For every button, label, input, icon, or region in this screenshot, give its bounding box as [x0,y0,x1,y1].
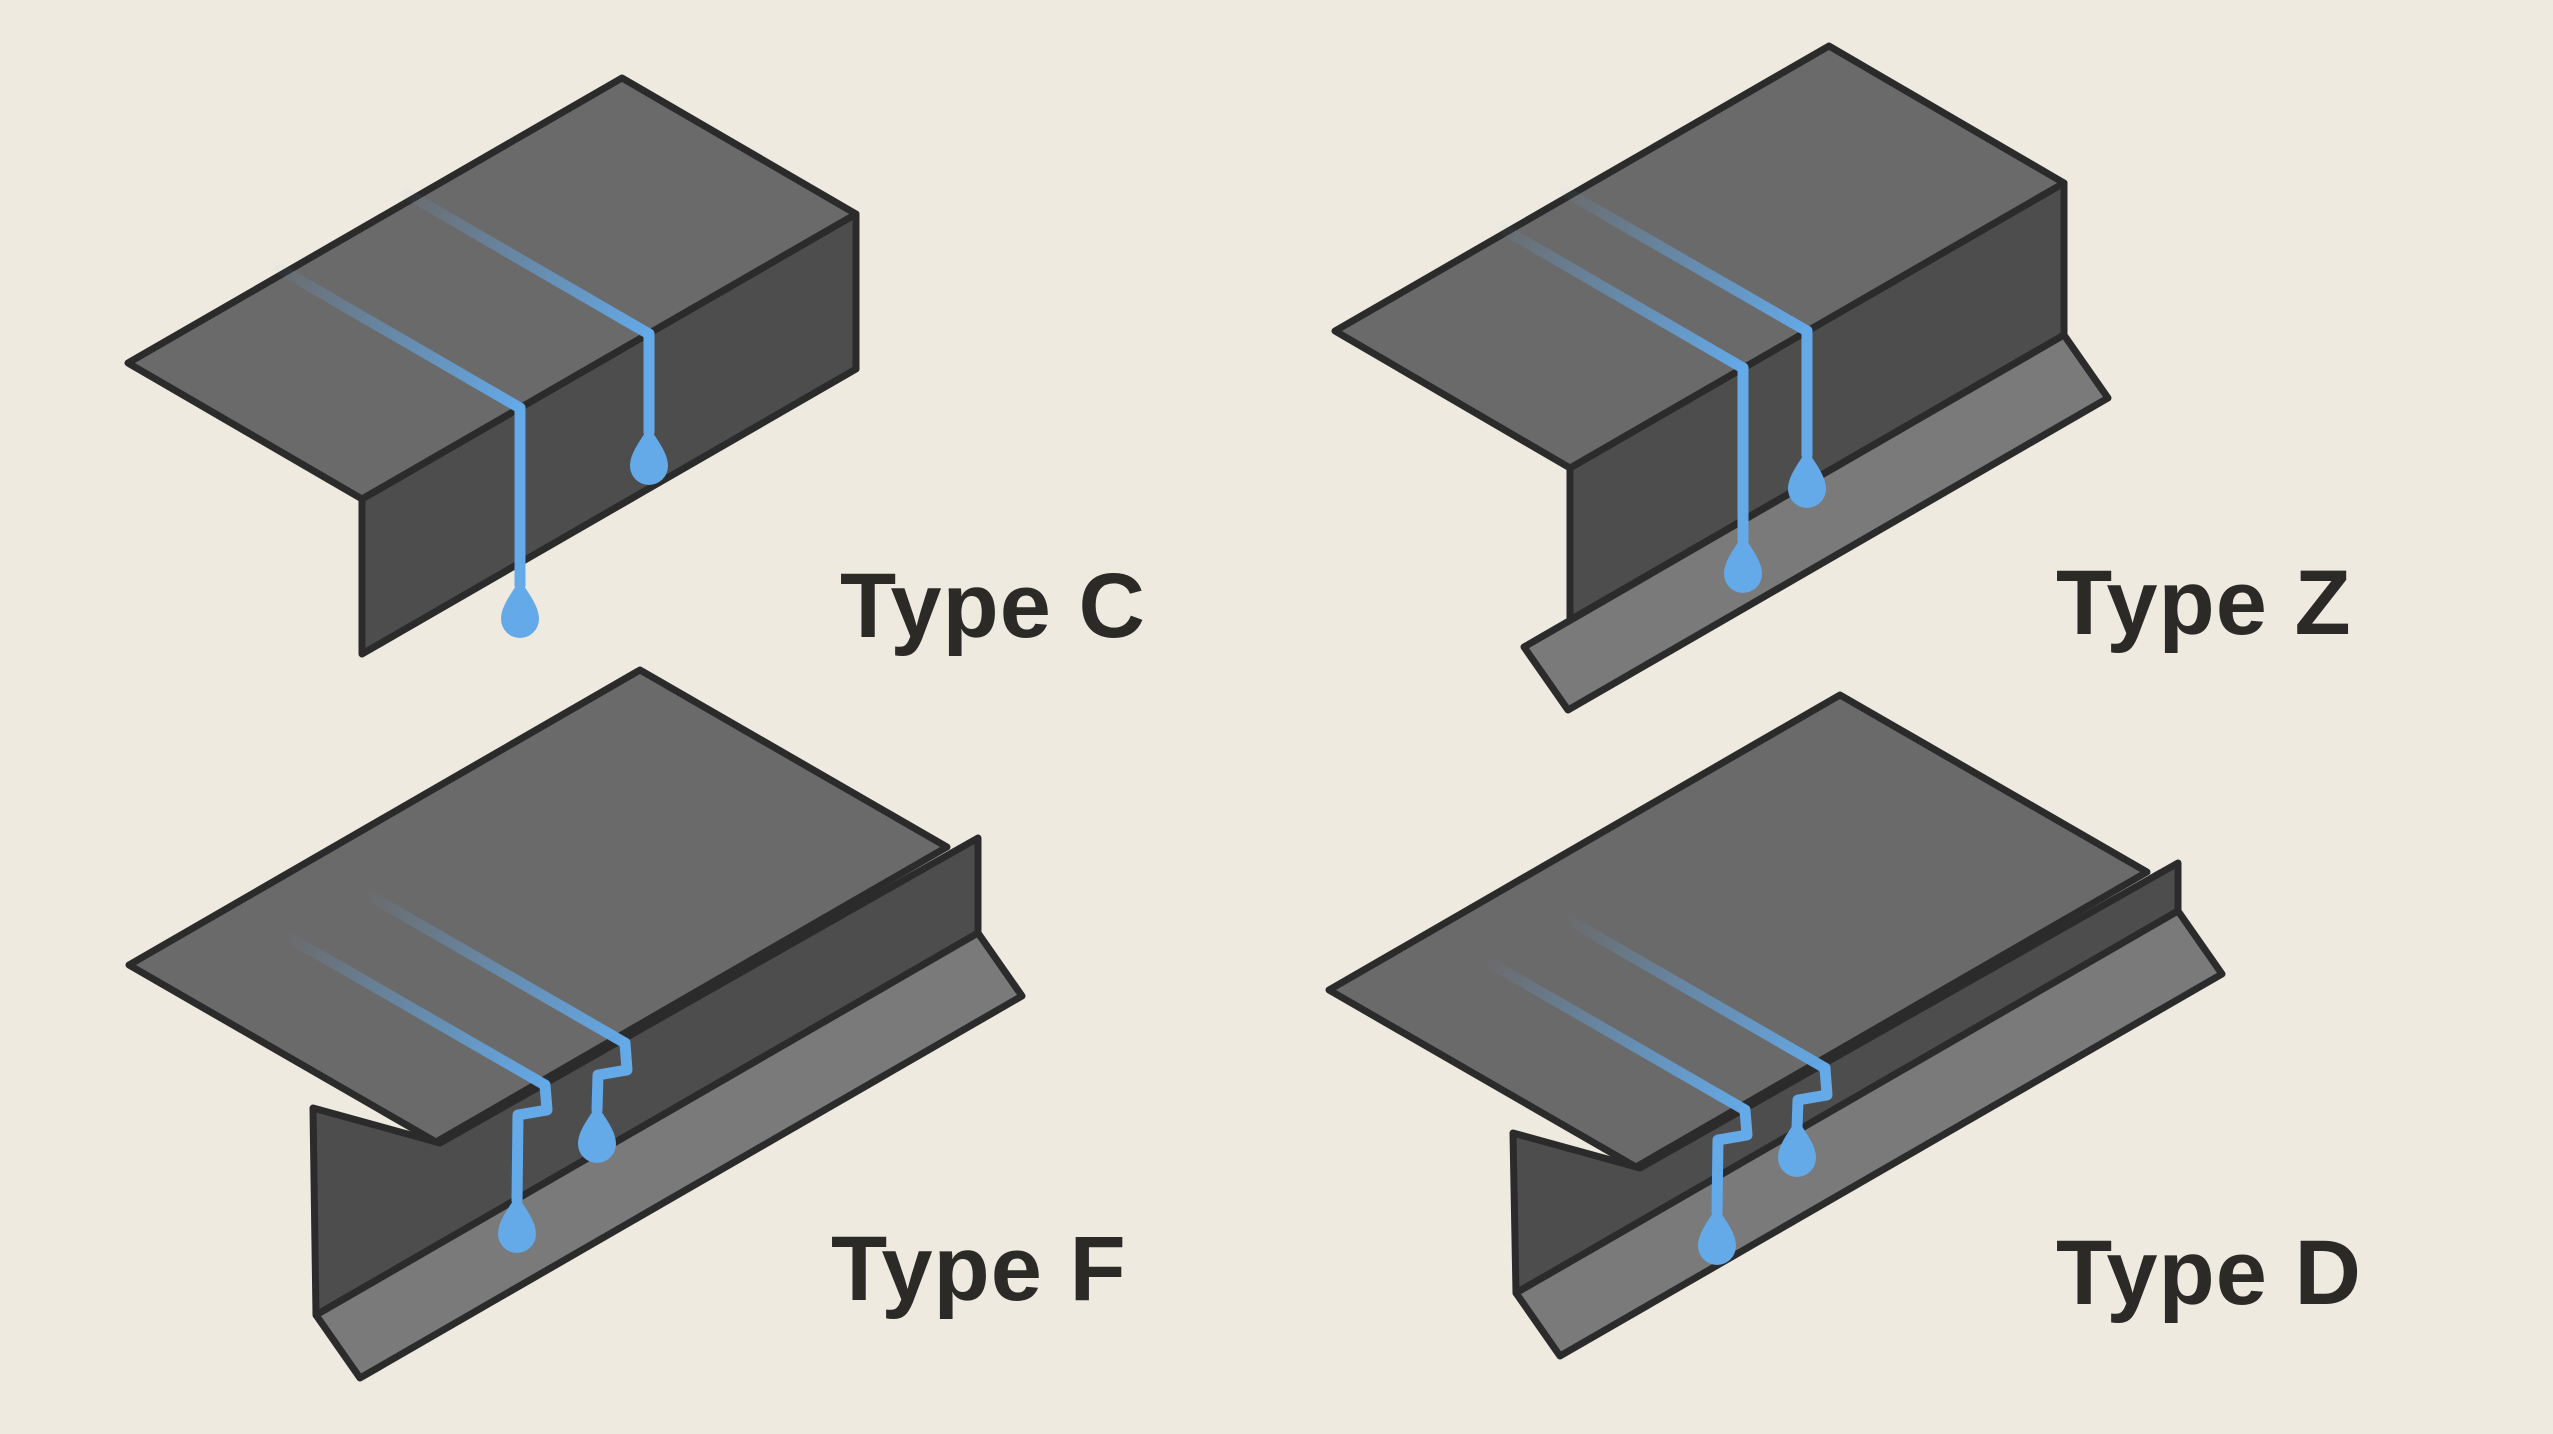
type-f-fascia-face [309,834,982,1319]
type-d-top-face [1325,691,2151,1171]
water-stream-tail-icon [393,183,655,340]
type-z-top-face [1331,42,2068,472]
type-d-kick-flange-face [1512,907,2226,1360]
water-stream-tail-icon [1479,954,1751,1116]
type-c-label: Type C [840,555,1146,657]
water-stream-tail-icon [1551,181,1813,337]
type-c-diagram [124,74,860,658]
water-stream-tail-icon [359,887,631,1049]
type-f-top-face [125,666,951,1146]
water-stream-tail-icon [279,929,551,1091]
type-z-label: Type Z [2056,552,2352,654]
water-stream-tail-icon [1559,912,1831,1074]
type-f-diagram [125,666,1026,1382]
water-droplet-icon [501,579,539,638]
type-f-kick-flange-face [312,929,1026,1382]
water-stream-icon [591,1037,633,1116]
water-stream-tail-icon [1487,217,1749,374]
type-d-fascia-face [1509,859,2182,1297]
type-z-diagram [1331,42,2112,714]
type-f-label: Type F [831,1218,1127,1320]
type-d-label: Type D [2056,1222,2362,1324]
type-c-top-face [124,74,860,503]
water-stream-tail-icon [264,257,526,414]
water-stream-icon [511,1079,553,1206]
type-z-kick-flange-face [1520,331,2112,714]
water-stream-icon [1711,1104,1753,1218]
type-d-diagram [1325,691,2226,1360]
water-stream-icon [1791,1062,1833,1134]
